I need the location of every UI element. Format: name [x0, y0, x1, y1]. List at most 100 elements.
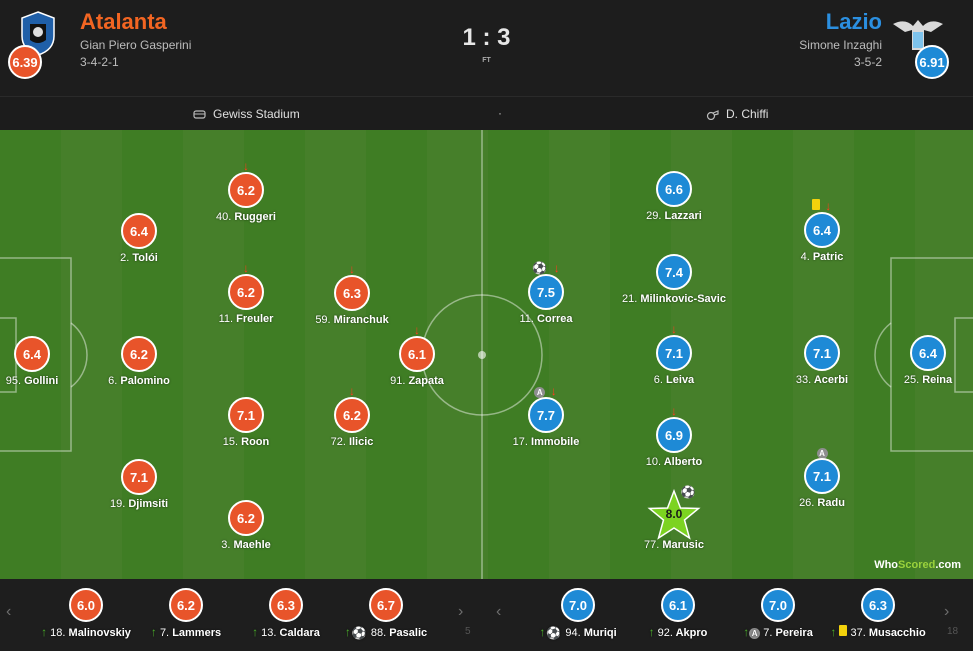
player-milinkovic-savic[interactable]: 7.4 21. Milinkovic-Savic: [614, 254, 734, 305]
player-number: 77.: [644, 539, 660, 551]
player-name: Roon: [241, 436, 270, 448]
player-name: Freuler: [236, 313, 274, 325]
player-gollini[interactable]: 6.4 95. Gollini: [0, 336, 92, 387]
sub-out-icon: ↓: [550, 383, 557, 398]
player-toloi[interactable]: 6.4 2. Tolói: [79, 213, 199, 264]
player-name: Tolói: [132, 252, 158, 264]
sub-out-icon: ↓: [349, 383, 355, 398]
sub-musacchio[interactable]: 6.3 ↑ 37. Musacchio: [823, 588, 933, 639]
player-rating: 6.4: [14, 336, 50, 372]
player-name: Reina: [922, 374, 953, 386]
stadium-icon: [193, 109, 206, 119]
home-formation: 3-4-2-1: [80, 55, 119, 69]
sub-in-icon: ↑: [539, 625, 546, 639]
player-name: Ilicic: [348, 436, 374, 448]
away-team-name[interactable]: Lazio: [825, 9, 882, 34]
player-rating: 7.1: [804, 335, 840, 371]
player-leiva[interactable]: ↓ 7.1 6. Leiva: [614, 323, 734, 386]
player-freuler[interactable]: ↓ 6.2 11. Freuler: [186, 262, 306, 325]
player-roon[interactable]: 7.1 15. Roon: [186, 397, 306, 448]
pitch: ↓ 6.2 40. Ruggeri 6.4 2. Tolói ↓ 6.2 11.…: [0, 130, 973, 579]
player-rating: 6.1: [661, 588, 695, 622]
player-djimsiti[interactable]: 7.1 19. Djimsiti: [79, 459, 199, 510]
player-name: Pereira: [775, 627, 813, 639]
player-name: Immobile: [531, 436, 580, 448]
sub-in-icon: ↑: [252, 625, 259, 639]
player-number: 40.: [216, 211, 232, 223]
player-miranchuk[interactable]: ↓ 6.3 59. Miranchuk: [292, 263, 412, 326]
player-number: 26.: [799, 497, 815, 509]
player-number: 18.: [50, 627, 66, 639]
player-rating: 7.1: [656, 335, 692, 371]
player-alberto[interactable]: ↓ 6.9 10. Alberto: [614, 405, 734, 468]
player-number: 15.: [222, 436, 239, 448]
sub-out-icon: ↓: [553, 260, 560, 275]
player-number: 33.: [795, 374, 812, 386]
substitutes-bar: ‹ › 5 ‹ › 18 6.0 ↑ 18. Malinovskiy 6.2 ↑…: [0, 579, 973, 651]
player-ilicic[interactable]: ↓ 6.2 72. Ilicic: [292, 385, 412, 448]
player-immobile[interactable]: A ↓ 7.7 17. Immobile: [486, 385, 606, 448]
match-score: 1 : 3: [462, 24, 511, 51]
player-name: Muriqi: [583, 627, 617, 639]
away-bench-next-icon[interactable]: ›: [944, 603, 950, 620]
player-patric[interactable]: ↓ 6.4 4. Patric: [762, 199, 882, 263]
away-coach: Simone Inzaghi: [799, 38, 882, 52]
sub-malinovskiy[interactable]: 6.0 ↑ 18. Malinovskiy: [31, 588, 141, 639]
player-number: 91.: [390, 375, 406, 387]
sub-pereira[interactable]: 7.0 ↑A 7. Pereira: [723, 588, 833, 639]
player-maehle[interactable]: 6.2 3. Maehle: [186, 500, 306, 551]
whistle-icon: [706, 109, 719, 120]
player-name: Correa: [537, 313, 573, 325]
player-rating: 6.2: [169, 588, 203, 622]
player-ruggeri[interactable]: ↓ 6.2 40. Ruggeri: [186, 160, 306, 223]
home-team-name[interactable]: Atalanta: [80, 9, 167, 34]
away-bench-prev-icon[interactable]: ‹: [496, 603, 502, 620]
player-number: 10.: [645, 456, 662, 468]
player-rating: 7.4: [656, 254, 692, 290]
player-name: Palomino: [120, 375, 170, 387]
stadium-info: Gewiss Stadium: [193, 107, 300, 121]
player-event-icons: ↓: [357, 321, 477, 336]
player-event-icons: ⚽: [628, 483, 748, 498]
away-team-rating: 6.91: [915, 45, 949, 79]
player-number: 59.: [315, 314, 331, 326]
player-correa[interactable]: ⚽ ↓ 7.5 11. Correa: [486, 262, 606, 325]
player-marusic[interactable]: ⚽ 8.0 77. Marusic: [614, 486, 734, 551]
player-number: 6.: [653, 374, 663, 386]
player-rating: 6.0: [69, 588, 103, 622]
player-number: 11.: [218, 313, 234, 325]
player-number: 92.: [657, 627, 673, 639]
player-rating: 6.2: [121, 336, 157, 372]
player-rating: 6.3: [269, 588, 303, 622]
player-radu[interactable]: A 7.1 26. Radu: [762, 448, 882, 509]
referee-info: D. Chiffi: [706, 107, 768, 121]
sub-in-icon: ↑: [743, 625, 750, 639]
player-name: Alberto: [663, 456, 703, 468]
player-rating: 7.0: [761, 588, 795, 622]
player-number: 2.: [120, 252, 130, 264]
player-rating: 6.4: [910, 335, 946, 371]
player-event-icons: A ↓: [486, 382, 606, 398]
player-name: Radu: [817, 497, 845, 509]
player-name: Akpro: [675, 627, 708, 639]
player-palomino[interactable]: 6.2 6. Palomino: [79, 336, 199, 387]
player-lazzari[interactable]: 6.6 29. Lazzari: [614, 171, 734, 222]
match-info-bar: Gewiss Stadium · D. Chiffi: [0, 98, 973, 130]
sub-out-icon: ↓: [349, 261, 355, 276]
sub-akpro[interactable]: 6.1 ↑ 92. Akpro: [623, 588, 733, 639]
sub-lammers[interactable]: 6.2 ↑ 7. Lammers: [131, 588, 241, 639]
home-bench-prev-icon[interactable]: ‹: [6, 603, 12, 620]
sub-muriqi[interactable]: 7.0 ↑⚽ 94. Muriqi: [523, 588, 633, 639]
home-bench-next-icon[interactable]: ›: [458, 603, 464, 620]
player-number: 19.: [109, 498, 126, 510]
assist-icon: A: [816, 448, 828, 459]
player-number: 7.: [159, 627, 170, 639]
sub-pasalic[interactable]: 6.7 ↑⚽ 88. Pasalic: [331, 588, 441, 639]
player-acerbi[interactable]: 7.1 33. Acerbi: [762, 335, 882, 386]
player-zapata[interactable]: ↓ 6.1 91. Zapata: [357, 324, 477, 387]
player-name: Lammers: [172, 627, 222, 639]
player-reina[interactable]: 6.4 25. Reina: [868, 335, 973, 386]
player-number: 13.: [261, 627, 277, 639]
lazio-crest-icon[interactable]: [891, 14, 945, 54]
sub-caldara[interactable]: 6.3 ↑ 13. Caldara: [231, 588, 341, 639]
